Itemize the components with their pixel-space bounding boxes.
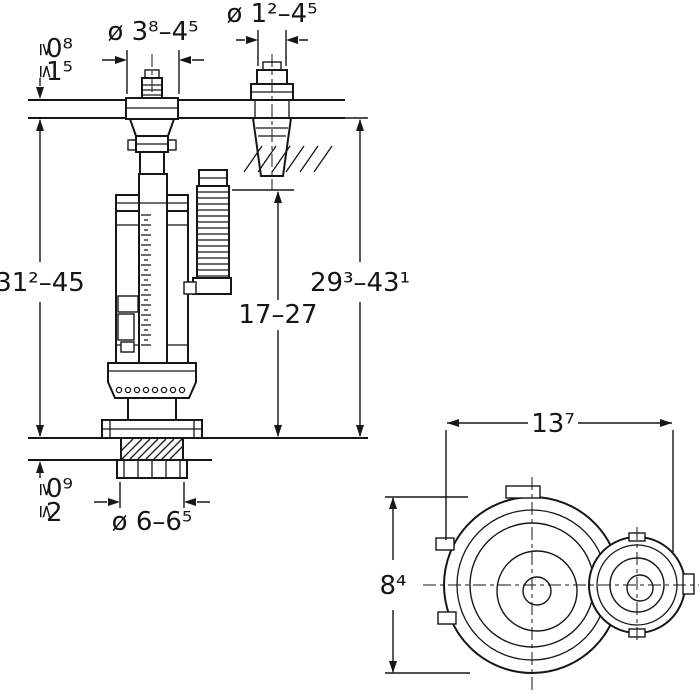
dim-outlet-diameter: ø 6–6⁵ [94, 482, 210, 537]
dim-hole-top-right: ø 1²–4⁵ [226, 0, 318, 66]
dim-wall-thickness-top: ≥ 0⁸ ≤ 1⁵ [35, 34, 73, 99]
floor-max-label: 2 [46, 498, 63, 528]
float-detail [117, 313, 135, 341]
dim-height-left: 31²–45 [0, 119, 85, 437]
dim-height-left-label: 31²–45 [0, 268, 85, 298]
dim-height-right: 29³–43¹ [310, 117, 410, 437]
fill-valve-taper [128, 118, 176, 137]
side-knob-tab-right [682, 573, 695, 595]
floor-le-symbol: ≤ [35, 504, 56, 519]
wall-top-max-label: 1⁵ [46, 57, 73, 87]
fill-valve-tab-left [127, 139, 137, 151]
base-tab-top [505, 485, 541, 499]
wall-top-le-symbol: ≤ [35, 64, 56, 79]
dim-hole-top-left-label: ø 3⁸–4⁵ [107, 17, 198, 47]
side-knob-hole [626, 574, 654, 602]
dim-floor-thickness-bottom: ≥ 0⁹ ≤ 2 [35, 461, 73, 528]
dim-height-right-label: 29³–43¹ [310, 268, 410, 298]
hose-body [196, 185, 230, 279]
dim-base-height: 8⁴ [380, 496, 470, 674]
fill-valve-column [139, 151, 165, 175]
hose-bottom-connector [192, 277, 232, 295]
dim-hole-top-left: ø 3⁸–4⁵ [102, 17, 204, 94]
dim-base-width: 13⁷ [445, 409, 674, 552]
dim-outlet-diameter-label: ø 6–6⁵ [112, 507, 193, 537]
main-view: 31²–45 ≥ 0⁸ ≤ 1⁵ ø 3⁸–4⁵ ø 1²–4⁵ [0, 0, 410, 537]
dim-base-height-label: 8⁴ [380, 571, 407, 601]
float-clamp [117, 295, 139, 313]
corrugated-hose [183, 169, 232, 295]
level-scale-ticks [141, 214, 151, 346]
fill-valve-tab-right [167, 139, 177, 151]
base-tab-left-upper [435, 537, 455, 551]
dim-hose-height-label: 17–27 [238, 300, 317, 330]
fill-valve [125, 69, 179, 175]
base-tab-left-lower [437, 611, 457, 625]
hose-elbow [183, 281, 197, 295]
thread-hatching [120, 438, 184, 460]
floor-ge-symbol: ≥ [35, 482, 56, 497]
dim-base-width-label: 13⁷ [531, 409, 575, 439]
hose-corrugations [197, 191, 229, 277]
flush-valve [101, 173, 203, 479]
wall-top-min-label: 0⁸ [46, 34, 73, 64]
dim-hose-height: 17–27 [232, 189, 318, 437]
break-hatching [243, 145, 333, 173]
dim-hole-top-right-label: ø 1²–4⁵ [226, 0, 317, 29]
base-outlet-hole [522, 576, 552, 606]
float-detail-small [120, 341, 135, 353]
valve-waist [127, 397, 177, 421]
seat-holes [115, 386, 186, 394]
overflow-tube [138, 173, 168, 364]
center-lines-base [423, 477, 699, 694]
center-lines-main [151, 54, 273, 190]
floor-min-label: 0⁹ [46, 474, 73, 504]
wall-top-ge-symbol: ≥ [35, 42, 56, 57]
base-top-view: 13⁷ 8⁴ [380, 409, 699, 694]
